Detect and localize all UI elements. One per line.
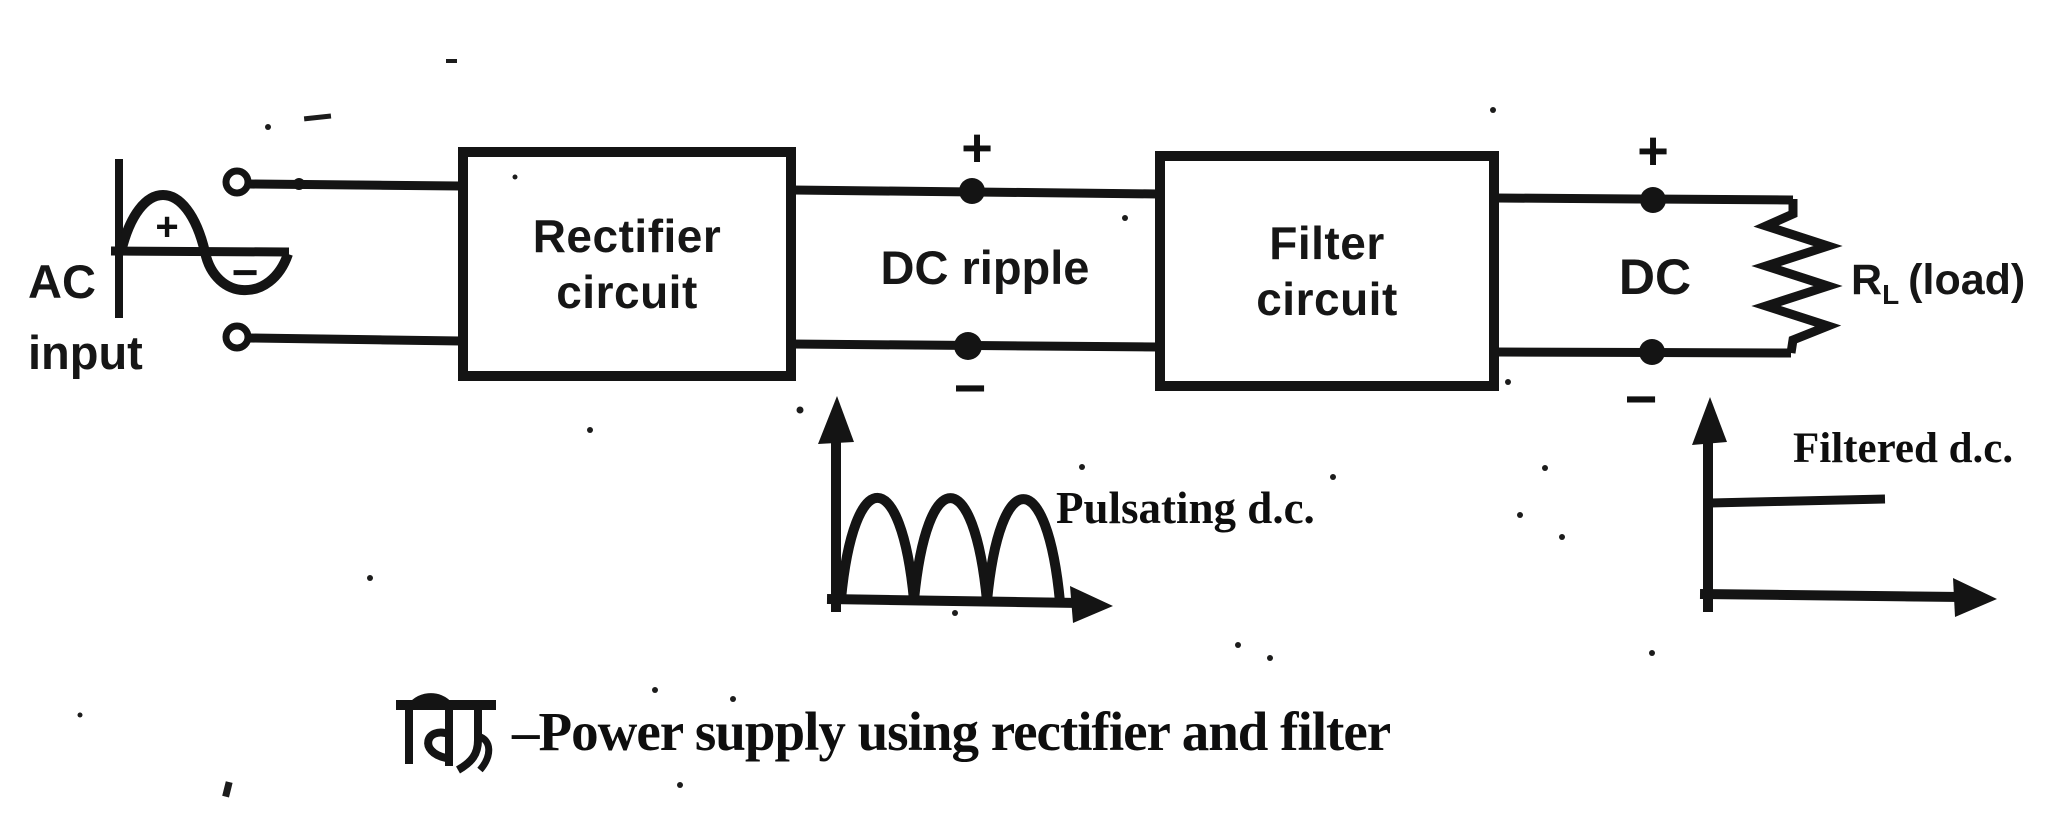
arrow-right-icon [1953, 578, 1997, 617]
ripple-node-top [959, 178, 985, 204]
load-subscript: L [1882, 279, 1900, 310]
source-minus-sign: − [231, 246, 259, 298]
input-terminal-bottom-icon [222, 322, 252, 352]
rectifier-block-label-line1: Rectifier [532, 209, 722, 262]
load-label: RL (load) [1851, 256, 2026, 311]
arrow-right-icon [1070, 586, 1113, 623]
pulsating-dc-label: Pulsating d.c. [1056, 483, 1315, 533]
wire-input-top [248, 179, 462, 191]
load-symbol: R [1851, 256, 1883, 304]
pulsating-x-axis [826, 594, 1081, 608]
output-node-top [1640, 187, 1666, 213]
load-resistor-icon [1751, 199, 1843, 354]
arrow-up-icon [1692, 397, 1727, 445]
filtered-dc-level-line [1709, 494, 1886, 508]
wire-input-bottom [248, 333, 462, 346]
rectifier-block: Rectifier circuit [458, 147, 796, 381]
filtered-dc-label: Filtered d.c. [1793, 425, 2014, 472]
rectifier-block-label-line2: circuit [556, 266, 698, 318]
dc-output-label: DC [1618, 249, 1692, 305]
pulsating-humps-path [836, 493, 1065, 603]
filtered-waveform-plot [1692, 397, 1997, 617]
scan-artifacts [77, 59, 1655, 798]
ac-input-label: AC [28, 256, 96, 308]
dc-ripple-plus-sign: + [961, 118, 993, 178]
pulsating-waveform-plot [818, 396, 1113, 623]
arrow-up-icon [818, 396, 854, 444]
input-terminal-top-icon [222, 167, 252, 197]
source-plus-sign: + [155, 205, 179, 249]
dc-ripple-minus-sign: − [953, 356, 987, 419]
dc-output-minus-sign: − [1624, 367, 1658, 430]
ac-input-label-line1: AC [28, 255, 96, 308]
dc-ripple-label: DC ripple [880, 241, 1090, 294]
filter-block-label-line1: Filter [1269, 216, 1385, 269]
filter-block-label-line2: circuit [1256, 273, 1398, 325]
output-node-bottom [1639, 339, 1665, 365]
filter-block: Filter circuit [1155, 151, 1499, 391]
sine-wave-icon [116, 190, 293, 296]
ac-source-symbol [110, 159, 293, 318]
ac-input-label-line2: input [28, 326, 143, 379]
dc-output-plus-sign: + [1637, 121, 1669, 181]
figure-caption: –Power supply using rectifier and filter [512, 701, 1391, 762]
filtered-x-axis [1699, 589, 1963, 602]
ripple-node-bottom [954, 332, 982, 360]
load-suffix: (load) [1908, 256, 2026, 304]
caption-devanagari-glyph [396, 693, 496, 774]
junction-dots [293, 178, 1666, 365]
